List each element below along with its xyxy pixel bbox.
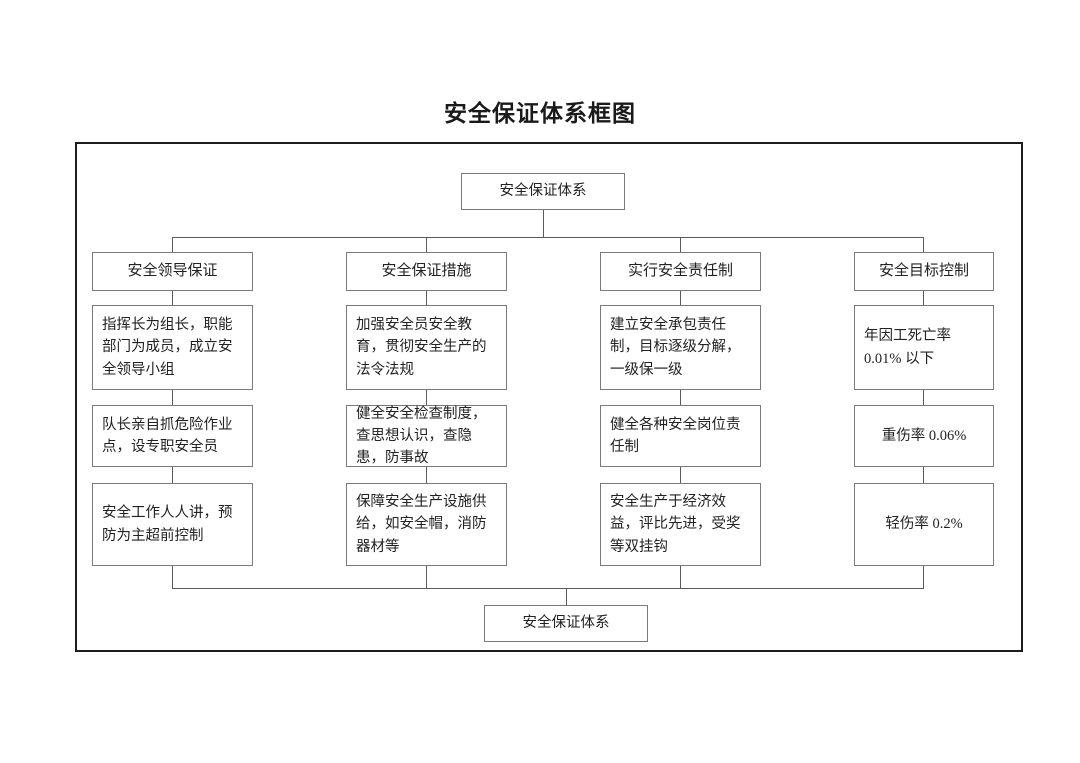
node-col2-item1-label: 加强安全员安全教育，贯彻安全生产的法令法规	[356, 317, 487, 378]
node-col4-item3-label: 轻伤率 0.2%	[885, 516, 963, 533]
node-col4-item1[interactable]: 年因工死亡率 0.01% 以下	[854, 305, 994, 390]
diagram-frame	[75, 142, 1023, 652]
connector-bot-rise-2	[426, 565, 427, 588]
page-title: 安全保证体系框图	[444, 100, 636, 126]
connector-col2-1-to-2	[426, 389, 427, 405]
column-header-4[interactable]: 安全目标控制	[854, 252, 994, 291]
connector-bottom-bus	[172, 588, 924, 589]
column-header-2-label: 安全保证措施	[381, 263, 472, 280]
node-col3-item1-label: 建立安全承包责任制，目标逐级分解，一级保一级	[610, 317, 741, 378]
connector-top-bus	[172, 237, 924, 238]
node-col2-item3[interactable]: 保障安全生产设施供给，如安全帽，消防器材等	[346, 483, 507, 566]
connector-col3-2-to-3	[680, 466, 681, 483]
node-col3-item1[interactable]: 建立安全承包责任制，目标逐级分解，一级保一级	[600, 305, 761, 390]
connector-col4-h-to-1	[923, 290, 924, 305]
node-root[interactable]: 安全保证体系	[461, 173, 625, 210]
node-col1-item3-label: 安全工作人人讲，预防为主超前控制	[102, 505, 233, 544]
node-col1-item2[interactable]: 队长亲自抓危险作业点，设专职安全员	[92, 405, 253, 467]
connector-col3-1-to-2	[680, 389, 681, 405]
connector-col2-h-to-1	[426, 290, 427, 305]
node-col1-item1-label: 指挥长为组长，职能部门为成员，成立安全领导小组	[102, 317, 233, 378]
connector-col3-h-to-1	[680, 290, 681, 305]
node-col2-item2-label: 健全安全检查制度，查思想认识，查隐患，防事故	[356, 405, 487, 467]
column-header-3-label: 实行安全责任制	[627, 263, 733, 280]
connector-root-stem	[543, 209, 544, 237]
node-col1-item3[interactable]: 安全工作人人讲，预防为主超前控制	[92, 483, 253, 566]
node-root-label: 安全保证体系	[499, 183, 587, 200]
node-col1-item1[interactable]: 指挥长为组长，职能部门为成员，成立安全领导小组	[92, 305, 253, 390]
connector-col2-2-to-3	[426, 466, 427, 483]
connector-footer-stem	[566, 588, 567, 605]
node-col4-item1-label: 年因工死亡率 0.01% 以下	[864, 328, 951, 367]
connector-top-drop-3	[680, 237, 681, 252]
node-col3-item2[interactable]: 健全各种安全岗位责任制	[600, 405, 761, 467]
node-col3-item3-label: 安全生产于经济效益，评比先进，受奖等双挂钩	[610, 494, 741, 555]
connector-bot-rise-3	[680, 565, 681, 588]
column-header-1[interactable]: 安全领导保证	[92, 252, 253, 291]
node-col2-item3-label: 保障安全生产设施供给，如安全帽，消防器材等	[356, 494, 487, 555]
node-col4-item2[interactable]: 重伤率 0.06%	[854, 405, 994, 467]
node-col1-item2-label: 队长亲自抓危险作业点，设专职安全员	[102, 416, 233, 455]
column-header-1-label: 安全领导保证	[127, 263, 218, 280]
connector-col1-h-to-1	[172, 290, 173, 305]
connector-col1-2-to-3	[172, 466, 173, 483]
connector-col1-1-to-2	[172, 389, 173, 405]
connector-top-drop-4	[923, 237, 924, 252]
column-header-4-label: 安全目标控制	[878, 263, 969, 280]
node-col2-item2[interactable]: 健全安全检查制度，查思想认识，查隐患，防事故	[346, 405, 507, 467]
node-footer-label: 安全保证体系	[522, 615, 610, 632]
node-col3-item3[interactable]: 安全生产于经济效益，评比先进，受奖等双挂钩	[600, 483, 761, 566]
connector-col4-2-to-3	[923, 466, 924, 483]
node-col4-item3[interactable]: 轻伤率 0.2%	[854, 483, 994, 566]
node-col2-item1[interactable]: 加强安全员安全教育，贯彻安全生产的法令法规	[346, 305, 507, 390]
node-col4-item2-label: 重伤率 0.06%	[881, 427, 967, 444]
connector-bot-rise-1	[172, 565, 173, 588]
connector-bot-rise-4	[923, 565, 924, 588]
column-header-2[interactable]: 安全保证措施	[346, 252, 507, 291]
node-footer[interactable]: 安全保证体系	[484, 605, 648, 642]
column-header-3[interactable]: 实行安全责任制	[600, 252, 761, 291]
connector-col4-1-to-2	[923, 389, 924, 405]
connector-top-drop-2	[426, 237, 427, 252]
node-col3-item2-label: 健全各种安全岗位责任制	[610, 416, 741, 455]
connector-top-drop-1	[172, 237, 173, 252]
